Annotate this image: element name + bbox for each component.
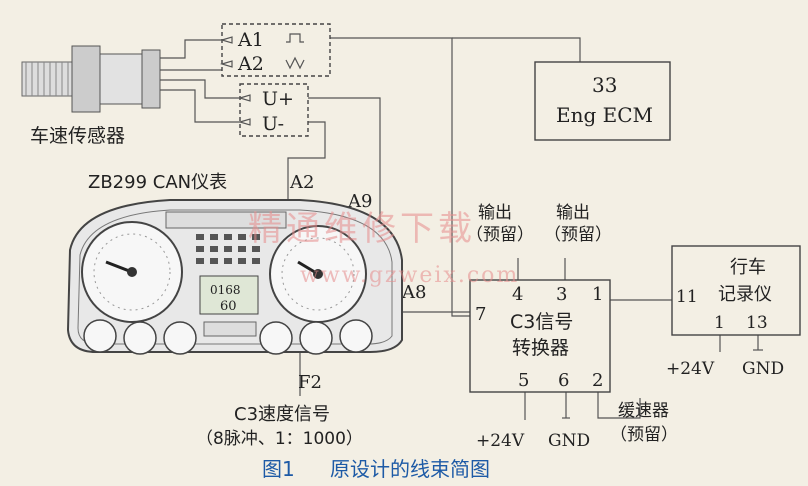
conv-pin-4: 4 — [512, 284, 523, 305]
small-gauge-2 — [123, 321, 157, 355]
ecm-number: 33 — [592, 73, 617, 97]
pin-a2-sensor: A2 — [237, 53, 264, 75]
wire-ecm — [452, 37, 581, 62]
ground-left: GND — [548, 431, 590, 451]
figure-number: 图1 — [262, 457, 295, 481]
recorder-box: 行车 记录仪 11 1 13 — [671, 245, 801, 336]
power-24v-right: +24V — [666, 359, 715, 379]
conv-name-1: C3信号 — [510, 311, 573, 333]
wire-a2 — [287, 121, 326, 208]
output-2-reserved: （预留） — [544, 225, 612, 245]
lcd-display — [199, 275, 259, 315]
lcd-trip: 60 — [220, 299, 237, 314]
recorder-pin-13: 13 — [746, 313, 768, 333]
speed-sensor-icon — [21, 45, 161, 113]
speed-signal-spec: （8脉冲、1：1000） — [196, 429, 363, 449]
output-1-reserved: （预留） — [466, 225, 534, 245]
recorder-pin-11: 11 — [676, 287, 698, 307]
output-2-label: 输出 — [556, 203, 590, 223]
pin-label-f2: F2 — [298, 372, 322, 393]
figure-caption: 原设计的线束简图 — [330, 457, 490, 481]
watermark-text: 精通维修下载 — [248, 209, 476, 249]
conv-pin-5: 5 — [518, 370, 529, 391]
speed-signal-label: C3速度信号 — [234, 404, 330, 425]
conv-pin-2: 2 — [592, 370, 603, 391]
cluster-title: ZB299 CAN仪表 — [88, 172, 227, 193]
conv-pin-7: 7 — [475, 304, 486, 325]
pin-label-a8: A8 — [401, 282, 426, 303]
conv-pin-6: 6 — [558, 370, 569, 391]
signal-box-u: U+ U- — [237, 83, 309, 137]
recorder-pin-1: 1 — [714, 313, 725, 333]
small-gauge-5 — [299, 321, 333, 355]
c3-converter-box: 4 3 1 7 C3信号 转换器 5 6 2 — [469, 279, 611, 393]
pulse-icon — [286, 33, 304, 43]
indicator-strip — [165, 211, 287, 229]
small-gauge-6 — [339, 319, 373, 353]
ecm-name: Eng ECM — [556, 103, 653, 127]
output-1-label: 输出 — [478, 203, 512, 223]
lcd-odometer: 0168 — [210, 283, 241, 297]
recorder-name-2: 记录仪 — [718, 284, 772, 305]
sensor-label: 车速传感器 — [30, 125, 125, 147]
wires — [160, 37, 763, 420]
pin-a1: A1 — [237, 29, 264, 51]
retarder-reserved: （预留） — [610, 425, 678, 445]
conv-pin-1: 1 — [592, 284, 603, 305]
pin-label-a2: A2 — [289, 172, 314, 193]
small-gauge-3 — [163, 321, 197, 355]
power-24v-left: +24V — [476, 431, 525, 451]
wire-bus-vertical — [330, 37, 470, 317]
pin-u-minus: U- — [262, 113, 284, 135]
ecm-box: 33 Eng ECM — [534, 61, 671, 141]
small-gauge-1 — [83, 319, 117, 353]
instrument-cluster: 0168 60 — [66, 199, 403, 355]
retarder-label: 缓速器 — [618, 401, 669, 421]
recorder-name-1: 行车 — [730, 257, 766, 278]
wire-retarder — [597, 392, 641, 419]
wire-sensor-u1 — [160, 79, 240, 99]
small-gauge-4 — [259, 321, 293, 355]
sine-icon — [285, 56, 305, 70]
pin-label-a9: A9 — [347, 191, 372, 212]
pin-u-plus: U+ — [262, 88, 294, 110]
signal-box-a: A1 A2 — [219, 23, 331, 77]
wire-sensor-u2 — [160, 89, 240, 123]
conv-pin-3: 3 — [556, 284, 567, 305]
conv-name-2: 转换器 — [512, 337, 569, 359]
ground-right: GND — [742, 359, 784, 379]
watermark-url: www.gzweix.com — [300, 263, 519, 288]
wire-a9 — [308, 97, 381, 225]
wire-sensor-a1 — [160, 39, 222, 59]
